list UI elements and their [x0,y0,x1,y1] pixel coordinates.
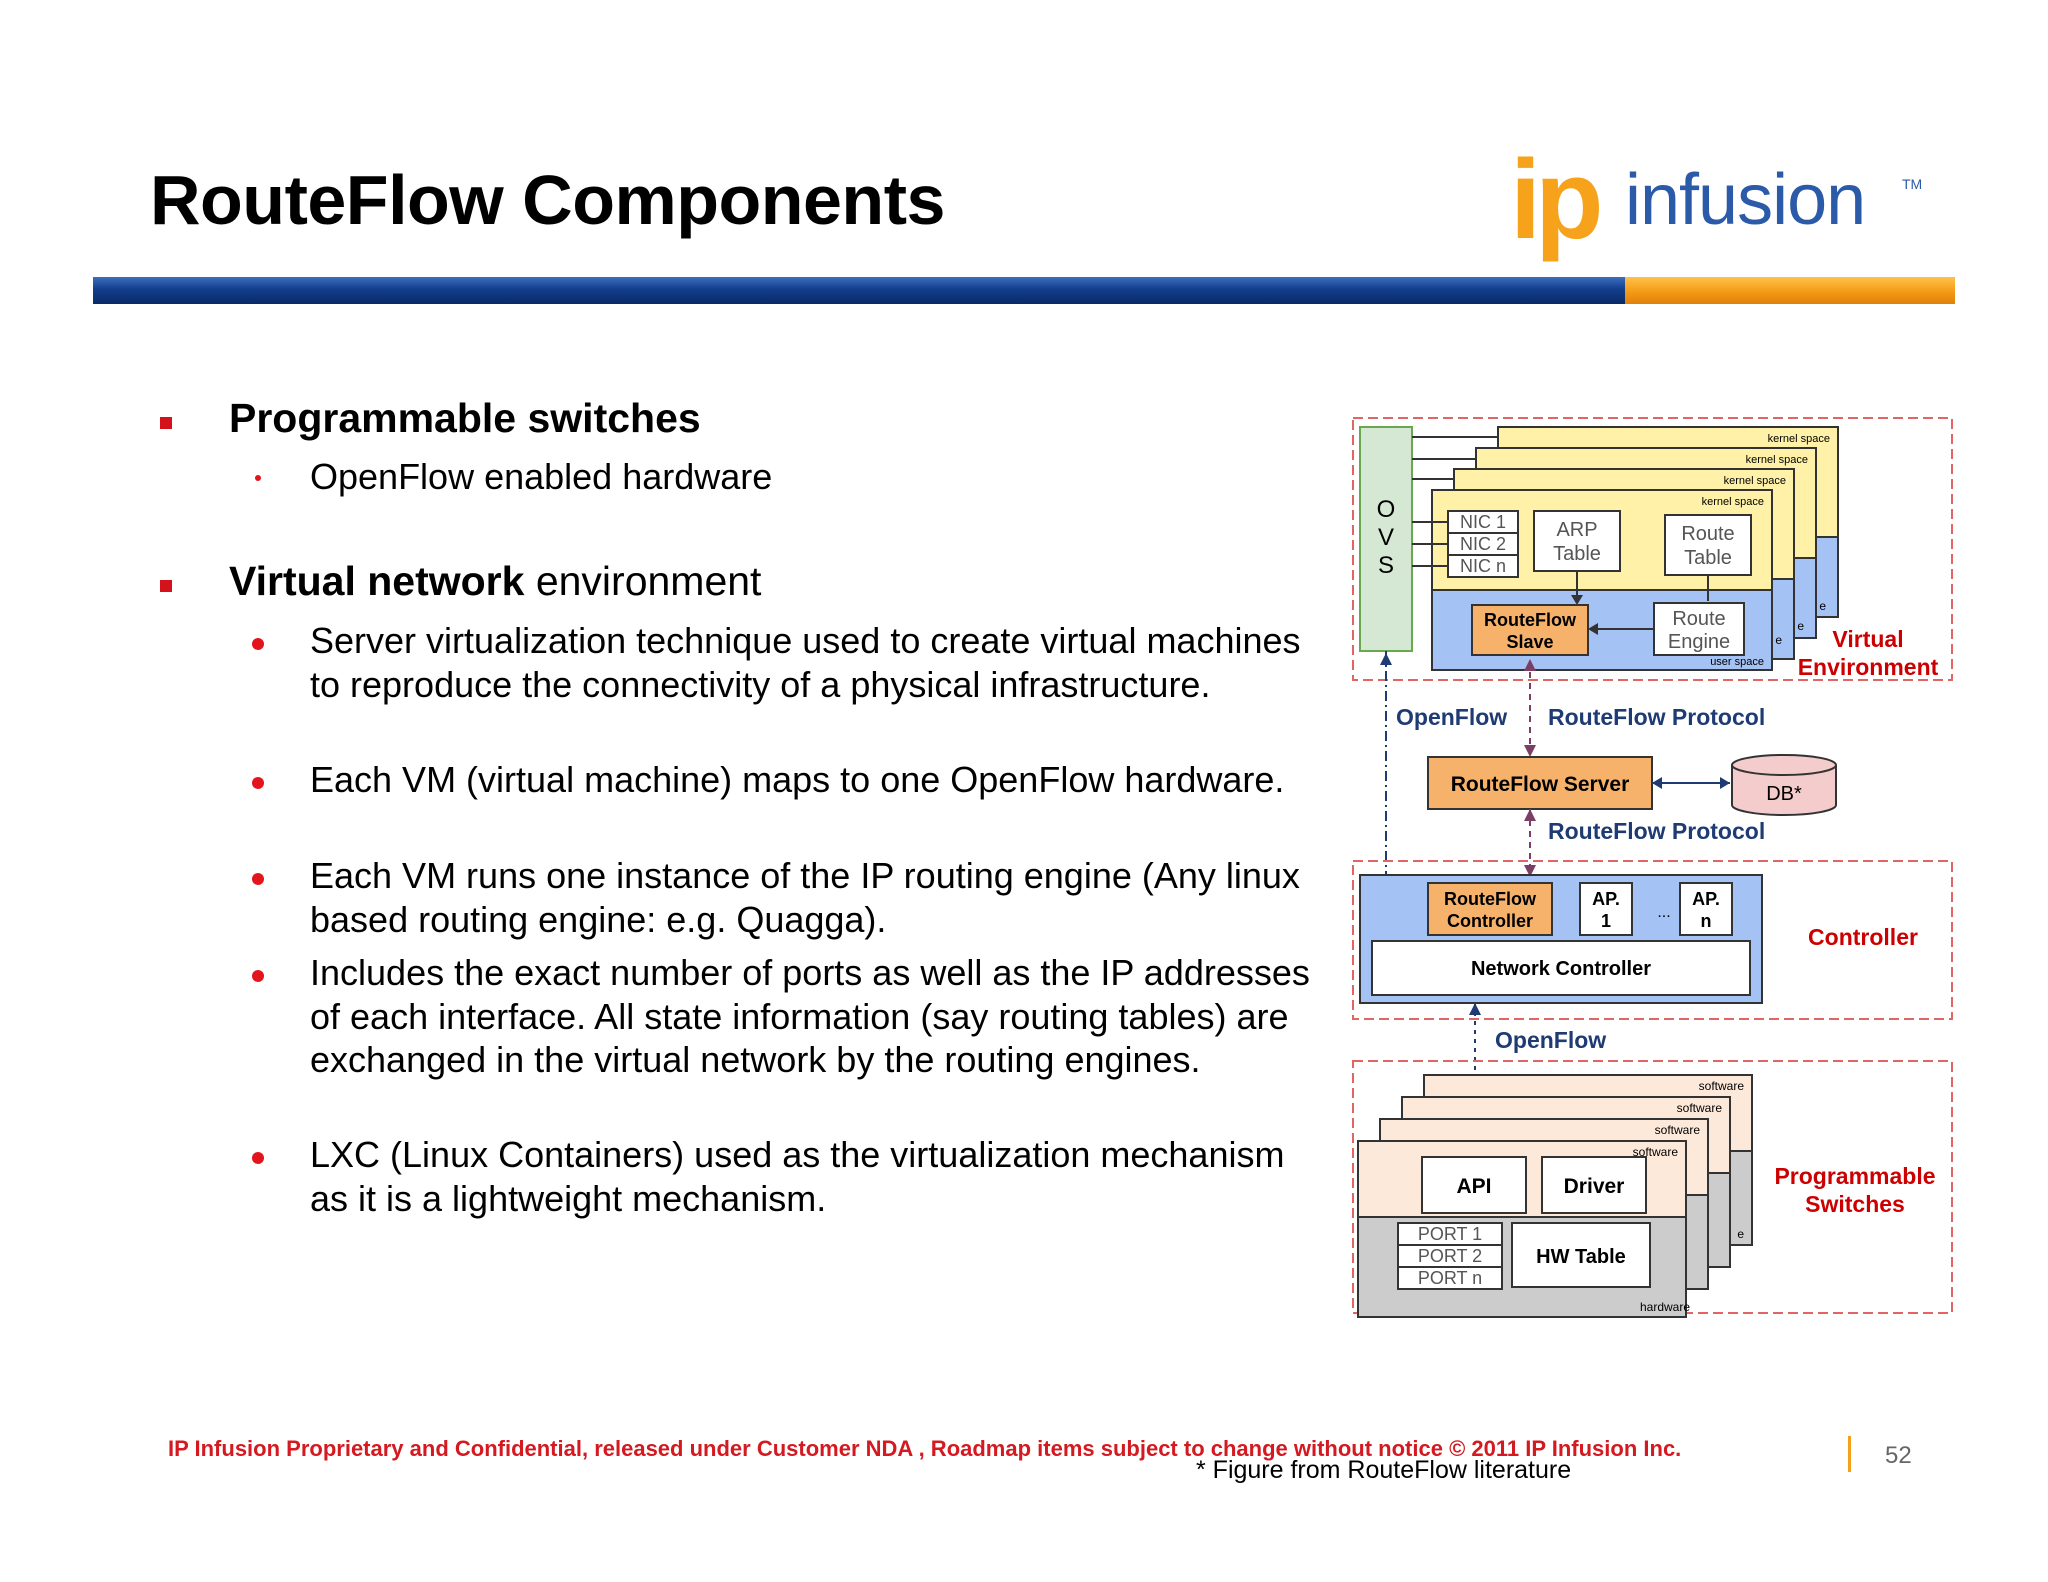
ap-label: n [1701,911,1712,931]
software-label: software [1655,1123,1701,1137]
sub-bullet-ports: Includes the exact number of ports as we… [310,952,1310,1080]
sub-bullet-openflow-hw: OpenFlow enabled hardware [310,456,773,497]
routeflow-server-label: RouteFlow Server [1451,773,1630,796]
software-label: software [1633,1145,1679,1159]
header-rule [93,277,1955,304]
kernel-space-label: kernel space [1746,454,1808,466]
hw-table-label: HW Table [1536,1246,1626,1268]
route-engine-label: Engine [1668,631,1730,653]
routeflow-controller-box [1427,882,1553,936]
clip-letter: e [1737,1227,1744,1241]
network-controller-label: Network Controller [1471,958,1651,980]
driver-label: Driver [1564,1175,1625,1198]
routeflow-slave-label: RouteFlow [1484,610,1577,630]
routeflow-protocol-label: RouteFlow Protocol [1548,818,1765,844]
routeflow-protocol-label: RouteFlow Protocol [1548,704,1765,730]
logo-name: infusion [1625,160,1866,240]
clip-letter: e [1797,619,1804,633]
ap-label: AP. [1592,889,1620,909]
clip-letter: e [1819,599,1826,613]
route-table-label: Table [1684,547,1732,569]
routeflow-architecture-diagram: O V S kernel space e kernel space e kern… [1352,417,1953,1318]
figure-note: * Figure from RouteFlow literature [1196,1456,1572,1484]
sub-bullet-icon [252,777,264,789]
controller-frame [1352,860,1953,1020]
bullet-bold: Programmable switches [229,395,701,441]
api-label: API [1456,1175,1491,1198]
sub-bullet-icon [252,1152,264,1164]
bullet-rest: environment [524,558,762,604]
sub-bullet-icon [252,970,264,982]
page-divider [1848,1436,1851,1472]
logo-ip: ip [1510,137,1603,262]
switches-frame [1352,1060,1953,1314]
confidential-footer: IP Infusion Proprietary and Confidential… [168,1436,1682,1461]
company-logo: ip infusion TM [1510,137,1930,262]
sub-bullet-vm-maps: Each VM (virtual machine) maps to one Op… [310,759,1285,800]
ovs-letter: O [1377,496,1396,523]
routeflow-slave-box [1471,604,1589,656]
ovs-box [1359,426,1413,652]
network-controller-box [1371,940,1751,996]
virtual-env-label: Environment [1798,654,1939,680]
page-number: 52 [1885,1442,1912,1469]
port-label: PORT 1 [1418,1224,1482,1244]
software-label: software [1699,1079,1745,1093]
virtual-env-label: Virtual [1832,626,1903,652]
db-cylinder [1731,765,1837,816]
software-label: software [1677,1101,1723,1115]
kernel-space-label: kernel space [1724,475,1786,487]
kernel-space-label: kernel space [1768,433,1830,445]
nic-label: NIC 2 [1460,534,1506,554]
sub-bullet-icon [252,873,264,885]
user-space-label: user space [1710,656,1764,668]
kernel-space-label: kernel space [1702,496,1764,508]
bullet-square-icon [160,417,172,429]
route-engine-label: Route [1672,608,1725,630]
routeflow-controller-label: Controller [1447,911,1533,931]
header-rule-accent [1625,277,1955,304]
bullet-square-icon [160,580,172,592]
logo-tm: TM [1902,176,1923,192]
port-label: PORT n [1418,1268,1482,1288]
hardware-label: hardware [1640,1300,1690,1314]
api-box [1421,1156,1527,1214]
sub-bullet-icon [252,638,264,650]
sub-bullet-server-virtualization: Server virtualization technique used to … [310,620,1301,705]
routeflow-controller-label: RouteFlow [1444,889,1537,909]
ap-label: 1 [1601,911,1611,931]
virtual-env-frame [1352,417,1953,681]
openflow-label: OpenFlow [1396,704,1507,730]
sub-bullet-routing-engine: Each VM runs one instance of the IP rout… [310,855,1300,940]
controller-label: Controller [1808,924,1918,950]
prog-switches-label: Switches [1805,1191,1905,1217]
sub-bullet-lxc: LXC (Linux Containers) used as the virtu… [310,1134,1285,1219]
driver-box [1541,1156,1647,1214]
ovs-letter: V [1378,524,1394,551]
route-table-label: Route [1681,523,1734,545]
nic-label: NIC 1 [1460,512,1506,532]
openflow-label: OpenFlow [1495,1027,1606,1053]
prog-switches-label: Programmable [1774,1163,1935,1189]
bullet-bold: Virtual network [229,558,525,604]
ovs-letter: S [1378,552,1394,579]
arp-table-label: ARP [1556,519,1597,541]
port-label: PORT 2 [1418,1246,1482,1266]
ap-ellipsis: ... [1657,904,1670,921]
slide-title: RouteFlow Components [150,161,945,239]
sub-bullet-icon [255,475,261,481]
clip-letter: e [1775,633,1782,647]
arp-table-label: Table [1553,543,1601,565]
nic-label: NIC n [1460,556,1506,576]
routeflow-slave-label: Slave [1506,632,1553,652]
db-label: DB* [1766,783,1802,805]
ap-label: AP. [1692,889,1720,909]
hw-table-box [1511,1222,1651,1288]
